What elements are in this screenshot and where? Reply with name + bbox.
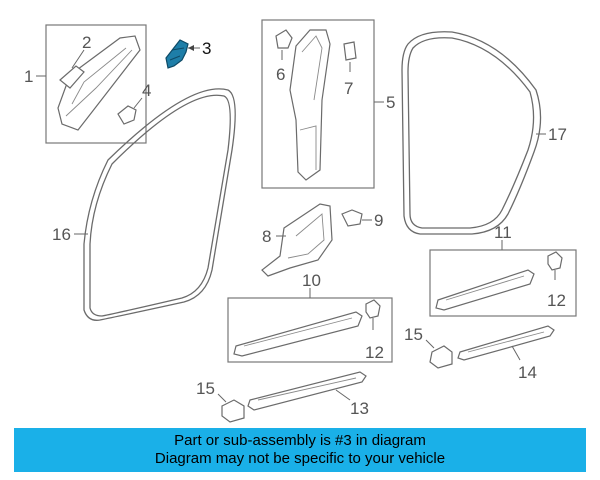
callout-16: 16 xyxy=(52,225,71,244)
part-8-lower-trim xyxy=(261,203,333,277)
group-box-11 xyxy=(429,249,577,317)
part-16-front-seal xyxy=(83,88,236,321)
part-14-scuff-plate xyxy=(457,325,555,361)
part-15-rear-cover xyxy=(429,345,453,369)
part-4-clip xyxy=(117,105,137,125)
callout-12-rear: 12 xyxy=(547,291,566,310)
callout-13: 13 xyxy=(350,399,369,418)
part-13-scuff-plate xyxy=(247,371,367,411)
part-17-rear-seal xyxy=(401,31,542,235)
callout-12-front: 12 xyxy=(365,343,384,362)
info-banner: Part or sub-assembly is #3 in diagram Di… xyxy=(14,428,586,472)
callout-7: 7 xyxy=(344,79,353,98)
callout-5: 5 xyxy=(386,93,395,112)
callout-3: 3 xyxy=(202,39,211,58)
callout-1: 1 xyxy=(24,67,33,86)
banner-line-2: Diagram may not be specific to your vehi… xyxy=(154,450,446,467)
callout-14: 14 xyxy=(518,363,537,382)
callout-15-front: 15 xyxy=(196,379,215,398)
part-15-front-cover xyxy=(221,399,245,423)
callout-4: 4 xyxy=(142,81,151,100)
callout-17: 17 xyxy=(548,125,567,144)
callout-9: 9 xyxy=(374,211,383,230)
callout-8: 8 xyxy=(262,227,271,246)
callout-2: 2 xyxy=(82,33,91,52)
callout-10: 10 xyxy=(302,271,321,290)
callout-6: 6 xyxy=(276,65,285,84)
banner-line-1: Part or sub-assembly is #3 in diagram xyxy=(174,432,426,449)
group-box-5 xyxy=(261,19,375,189)
part-3-highlighted xyxy=(165,39,189,69)
callout-11: 11 xyxy=(494,223,512,242)
part-9-clip xyxy=(341,209,363,227)
group-box-1 xyxy=(45,24,147,144)
callout-15-rear: 15 xyxy=(404,325,423,344)
